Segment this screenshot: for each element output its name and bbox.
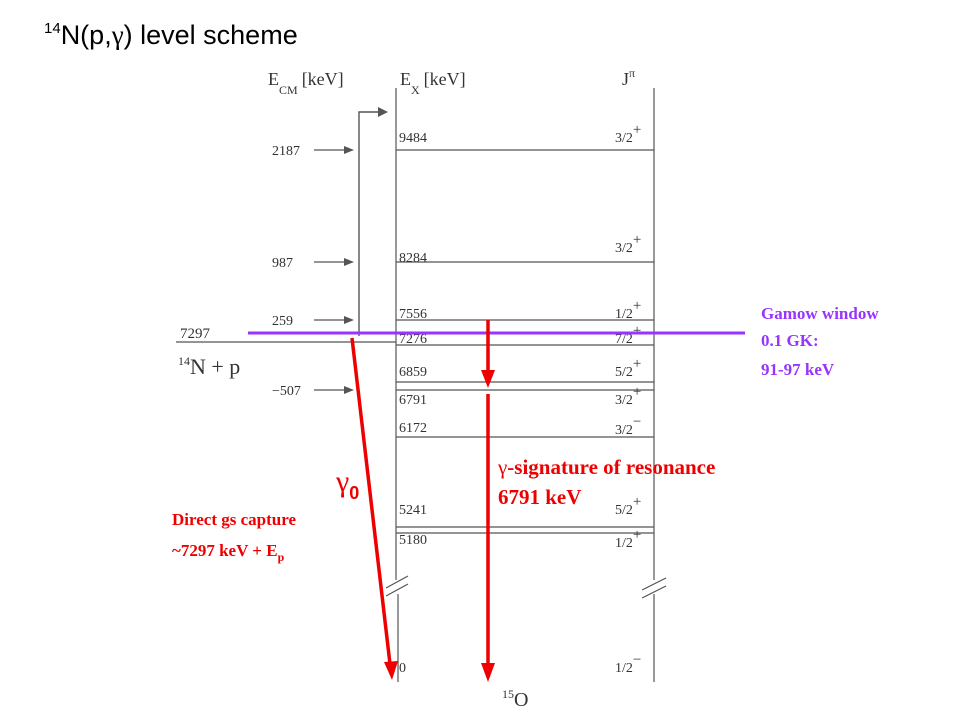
ecm-value-2: 259: [272, 314, 293, 329]
nucleus-label: 15O: [502, 687, 528, 711]
direct-line-1: Direct gs capture: [172, 510, 296, 529]
level-energy-0: 0: [399, 661, 406, 676]
level-energy-5180: 5180: [399, 533, 427, 548]
ecm-values: 2187 987 259 −507: [272, 144, 354, 399]
level-energy-6172: 6172: [399, 421, 427, 436]
ecm-value-1: 987: [272, 256, 293, 271]
level-spin-7276: 7/2+: [615, 323, 641, 347]
level-spin-5241: 5/2+: [615, 494, 641, 518]
ecm-arrow-head-2: [344, 316, 354, 324]
ecm-arrow-head-3: [344, 386, 354, 394]
title-reaction: N(p,: [60, 20, 112, 50]
level-spin-6791: 3/2+: [615, 384, 641, 408]
title-suffix: ) level scheme: [123, 20, 298, 50]
level-spin-5180: 1/2+: [615, 527, 641, 551]
gamow-line-3: 91-97 keV: [761, 360, 835, 379]
ecm-value-3: −507: [272, 384, 301, 399]
resonance-arrow-lower: [481, 394, 495, 682]
direct-capture-arrow: [350, 337, 398, 680]
level-energy-9484: 9484: [399, 131, 427, 146]
level-energy-6859: 6859: [399, 365, 427, 380]
level-energy-5241: 5241: [399, 503, 427, 518]
signature-line-2: 6791 keV: [498, 485, 581, 509]
level-spin-8284: 3/2+: [615, 232, 641, 256]
jpi-header: Jπ: [622, 66, 635, 89]
resonance-arrow-upper: [481, 320, 495, 388]
ecm-arrow-head-0: [344, 146, 354, 154]
gamow-window-annotation: Gamow window 0.1 GK: 91-97 keV: [761, 304, 879, 379]
direct-line-2: ~7297 keV + Ep: [172, 541, 285, 564]
level-energy-7276: 7276: [399, 332, 427, 347]
levels: 9484 3/2+ 8284 3/2+ 7556 1/2+ 7276 7/2+ 6859 5/2+…: [396, 122, 654, 676]
level-energy-8284: 8284: [399, 251, 427, 266]
level-spin-0: 1/2−: [615, 652, 641, 676]
level-spin-6859: 5/2+: [615, 356, 641, 380]
gamow-line-2: 0.1 GK:: [761, 331, 819, 350]
resonance-signature-annotation: γ-signature of resonance 6791 keV: [497, 455, 715, 509]
level-spin-7556: 1/2+: [615, 298, 641, 322]
ecm-value-0: 2187: [272, 144, 300, 159]
level-energy-7556: 7556: [399, 307, 427, 322]
ecm-header: ECM[keV]: [268, 69, 344, 97]
axis-break-right: [641, 577, 667, 599]
ecm-arrow-head-1: [344, 258, 354, 266]
ex-header: EX[keV]: [400, 69, 466, 97]
page-title: 14N(p,γ) level scheme: [44, 20, 298, 51]
axis-break-left: [385, 575, 409, 597]
title-mass-number: 14: [44, 20, 61, 37]
threshold-value: 7297: [180, 326, 211, 342]
gamow-line-1: Gamow window: [761, 304, 879, 323]
entrance-channel-arrow: [358, 107, 388, 336]
direct-capture-annotation: Direct gs capture ~7297 keV + Ep: [172, 510, 296, 564]
title-gamma: γ: [111, 20, 124, 50]
signature-line-1: γ-signature of resonance: [497, 455, 715, 479]
level-energy-6791: 6791: [399, 393, 427, 408]
level-spin-9484: 3/2+: [615, 122, 641, 146]
gamma0-label: γ0: [335, 465, 359, 503]
level-spin-6172: 3/2−: [615, 414, 641, 438]
threshold-label: 14N + p: [178, 354, 240, 379]
